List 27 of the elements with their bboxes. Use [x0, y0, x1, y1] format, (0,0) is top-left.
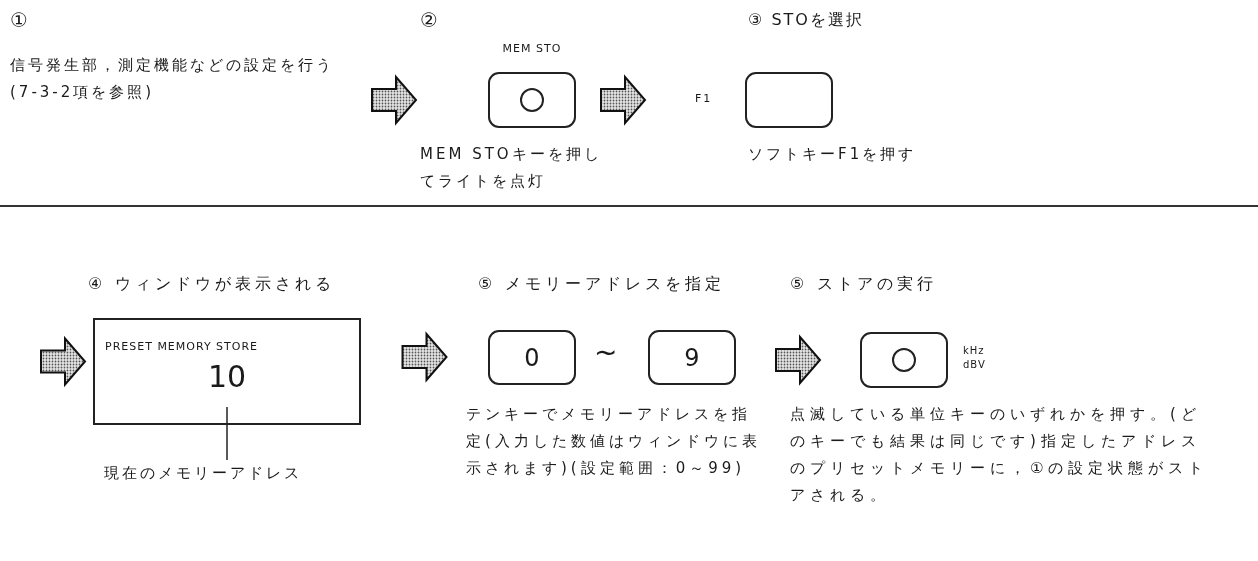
step-heading: ③ STOを選択: [748, 10, 864, 31]
step-text: 信号発生部，測定機能などの設定を行う(7-3-2項を参照): [10, 52, 340, 133]
callout-text: 現在のメモリーアドレス: [104, 460, 364, 487]
number-key: 0: [488, 330, 576, 385]
display-value: 10: [206, 360, 248, 394]
key-label: MEM STO: [501, 42, 563, 55]
step-heading: ⑤ メモリーアドレスを指定: [478, 274, 726, 295]
unit-label: kHz dBV: [963, 344, 987, 372]
key-caption: MEM STOキーを押してライトを点灯: [420, 144, 603, 192]
step-description: 点滅している単位キーのいずれかを押す。(どのキーでも結果は同じです)指定したアドレスのプリセットメモリーに，①の設定状態がストアされる。: [790, 404, 1210, 506]
step-description: テンキーでメモリーアドレスを指定(入力した数値はウィンドウに表示されます)(設定範囲：0～99): [466, 404, 762, 479]
step-heading: ⑤ ストアの実行: [790, 274, 938, 295]
step-heading: ④ ウィンドウが表示される: [88, 274, 336, 295]
key-caption: ソフトキーF1を押す: [748, 144, 918, 165]
step-number: ②: [420, 8, 438, 32]
block-arrow: [775, 334, 822, 386]
display-title: PRESET MEMORY STORE: [105, 340, 259, 353]
block-arrow: [600, 74, 647, 126]
number-key: 9: [648, 330, 736, 385]
display-window: [93, 318, 361, 425]
block-arrow: [371, 74, 418, 126]
step-number: ①: [10, 8, 28, 32]
leader-line: [226, 406, 228, 461]
range-symbol: ~: [594, 336, 618, 369]
block-arrow: [40, 335, 87, 388]
block-arrow: [401, 331, 448, 383]
key-label: F1: [695, 92, 713, 105]
